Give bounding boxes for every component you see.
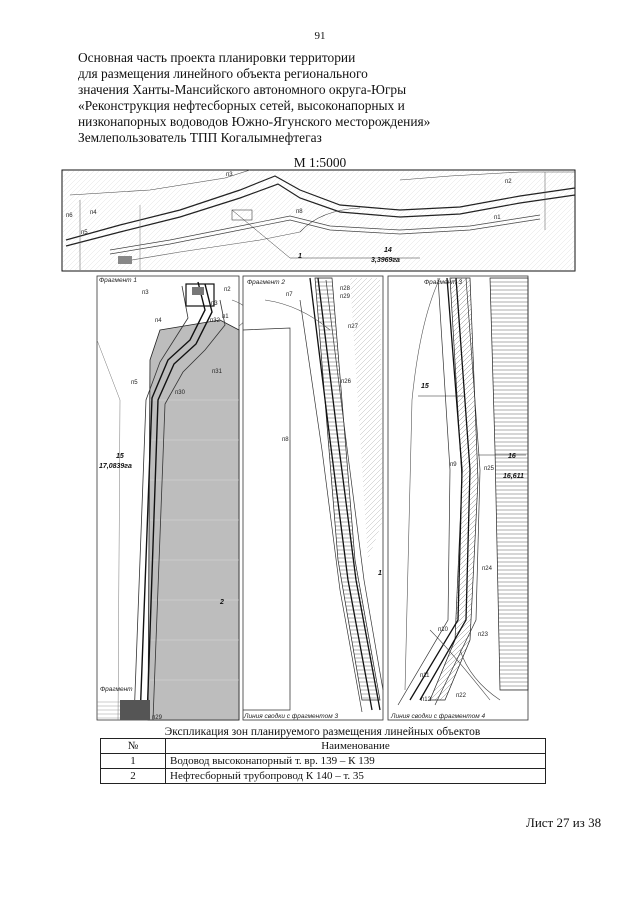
title-line: «Реконструкция нефтесборных сетей, высок… [78,98,405,113]
table-row: 2 Нефтесборный трубопровод К 140 – т. 35 [100,768,546,784]
label-n23: п23 [478,632,489,638]
label-n5-frag1: п5 [131,380,138,386]
label-n8-mid: п8 [282,437,289,443]
label-n6: п6 [66,213,73,219]
label-n29-mid: п29 [340,294,351,300]
label-parcel15-right: 15 [421,383,429,390]
label-n31: п31 [212,369,223,375]
header-num: № [100,738,166,754]
label-zone1-mid: 1 [378,570,382,577]
label-n4: п4 [90,210,97,216]
label-n3: п3 [226,172,233,178]
label-fragment3: Фрагмент 3 [424,279,462,286]
label-parcel14-area: 3,3969га [371,257,400,264]
label-n10: п10 [438,627,449,633]
label-zone1: 1 [298,253,302,260]
table-row: 1 Водовод высоконапорный т. вр. 139 – К … [100,753,546,769]
row-num: 1 [100,753,166,769]
label-n32: п32 [210,318,221,324]
label-n27: п27 [348,324,359,330]
header-name: Наименование [165,738,546,754]
title-line: Основная часть проекта планировки террит… [78,50,356,65]
label-n4-frag1: п4 [155,318,162,324]
label-n28: п28 [340,286,351,292]
label-n33: п3 [211,301,218,307]
title-line: для размещения линейного объекта региона… [78,66,368,81]
label-n30: п30 [175,390,186,396]
label-n5: п5 [81,230,88,236]
label-fragment1: Фрагмент 1 [99,277,137,284]
overview-strip: п3 п4 п5 п6 п2 п1 п8 1 14 3,3969га [61,169,576,272]
label-n3-frag1: п3 [142,290,149,296]
label-fragment-bottom: Фрагмент [100,686,133,693]
row-name: Нефтесборный трубопровод К 140 – т. 35 [165,768,546,784]
label-n26: п26 [341,379,352,385]
label-n11: п11 [420,673,430,679]
map-scale: М 1:5000 [293,155,347,170]
row-num: 2 [100,768,166,784]
table-header-row: № Наименование [100,738,546,754]
label-n1: п1 [494,215,501,221]
label-n24: п24 [482,566,493,572]
title-line: Землепользователь ТПП Когалымнефтегаз [78,130,322,145]
label-n22: п22 [456,693,467,699]
label-n12: п12 [421,697,432,703]
label-n29: п29 [152,715,163,721]
fragment-3-panel: Фрагмент 3 15 16 16,611 п9 п25 п24 п10 п… [387,275,529,721]
label-n7: п7 [286,292,293,298]
fragment-2-panel: Фрагмент 2 п28 п29 п7 п27 п26 п8 1 Линия… [242,275,384,721]
title-line: значения Ханты-Мансийского автономного о… [78,82,407,97]
label-parcel15-area: 17,0839га [99,463,132,470]
label-parcel16: 16 [508,453,516,460]
sheet-number: Лист 27 из 38 [526,815,602,830]
label-fragment2: Фрагмент 2 [247,279,285,286]
label-n2-frag1: п2 [224,287,231,293]
label-n8: п8 [296,209,303,215]
label-n2: п2 [505,179,512,185]
title-line: низконапорных водоводов Южно-Ягунского м… [78,114,431,129]
explication-table: № Наименование 1 Водовод высоконапорный … [100,738,546,784]
label-n1-frag1: п1 [222,314,229,320]
label-parcel15: 15 [116,453,124,460]
label-n25: п25 [484,466,495,472]
explication-caption: Экспликация зон планируемого размещения … [164,726,481,738]
label-parcel16-area: 16,611 [503,473,524,480]
row-name: Водовод высоконапорный т. вр. 139 – К 13… [165,753,546,769]
page-number: 91 [314,30,326,42]
label-match-line-4: Линия сводки с фрагментом 4 [390,712,485,720]
document-title: Основная часть проекта планировки террит… [78,50,548,146]
fragment-1-panel: Фрагмент 1 п3 п2 п3 п1 п32 п4 п31 п30 п5… [96,275,249,721]
label-match-line-3: Линия сводки с фрагментом 3 [243,712,338,720]
label-zone2: 2 [219,599,224,606]
label-n9: п9 [450,462,457,468]
label-parcel14: 14 [384,247,392,254]
